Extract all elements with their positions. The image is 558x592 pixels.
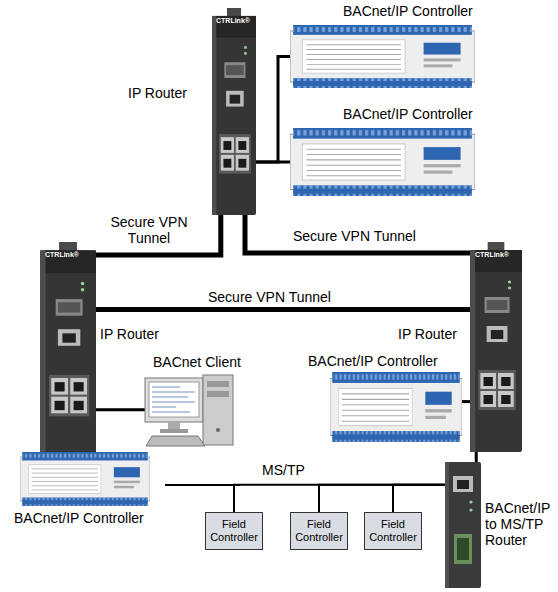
field-controller-box: Field Controller [205, 512, 263, 550]
controller-illustration [290, 128, 475, 196]
network-wire [96, 408, 145, 411]
device-label: IP Router [398, 326, 478, 342]
network-wire [319, 485, 445, 512]
field-controller-box: Field Controller [364, 512, 422, 550]
logo-text: CTRLink® [45, 251, 95, 259]
device-label: BACnet Client [153, 354, 273, 370]
vpn-tunnel-line [96, 307, 470, 312]
client-node: BACnet Client [145, 375, 233, 446]
device-label: BACnet/IP Controller [343, 106, 513, 122]
logo-text: CTRLink® [475, 251, 521, 259]
router-illustration [212, 8, 256, 215]
device-label: BACnet/IP Controller [308, 353, 478, 369]
network-wire [393, 485, 445, 512]
controller-illustration [20, 452, 150, 506]
computer-illustration [145, 375, 233, 446]
router-node: IP Router [470, 242, 522, 452]
bus-extension [165, 484, 240, 486]
router-illustration [470, 242, 522, 452]
controller-illustration [290, 25, 475, 88]
logo-text: CTRLink® [216, 17, 256, 25]
device-label: BACnet/IP Controller [343, 3, 513, 19]
controller-node: BACnet/IP Controller [290, 128, 475, 196]
vpn-tunnel-line [245, 215, 470, 253]
tunnel-label: Secure VPN Tunnel [293, 228, 443, 244]
bus-name: MS/TP [262, 462, 342, 478]
controller-illustration [330, 372, 462, 442]
mstp-router-node: BACnet/IP to MS/TP Router [445, 462, 481, 588]
controller-node: BACnet/IP Controller [330, 372, 462, 442]
controller-node: BACnet/IP Controller [20, 452, 150, 506]
router-node: IP Router [40, 242, 96, 460]
network-wire [256, 161, 290, 164]
box-text: Field Controller [206, 518, 262, 544]
vpn-tunnel-line [96, 215, 221, 255]
mstp-router-illustration [445, 462, 481, 588]
tunnel-label: Secure VPN Tunnel [208, 289, 358, 305]
box-text: Field Controller [291, 518, 347, 544]
field-controller-box: Field Controller [290, 512, 348, 550]
network-wire [256, 57, 290, 163]
network-wire [462, 400, 470, 403]
router-node: IP Router [212, 8, 256, 215]
device-label: BACnet/IP Controller [14, 510, 184, 526]
tunnel-label: Secure VPN Tunnel [104, 214, 194, 246]
device-label: IP Router [128, 85, 208, 101]
controller-node: BACnet/IP Controller [290, 25, 475, 88]
device-label: BACnet/IP to MS/TP Router [485, 500, 557, 548]
device-label: IP Router [100, 326, 180, 342]
network-wire [475, 452, 478, 462]
box-text: Field Controller [365, 518, 421, 544]
network-wire [234, 485, 445, 512]
router-illustration [40, 242, 96, 460]
